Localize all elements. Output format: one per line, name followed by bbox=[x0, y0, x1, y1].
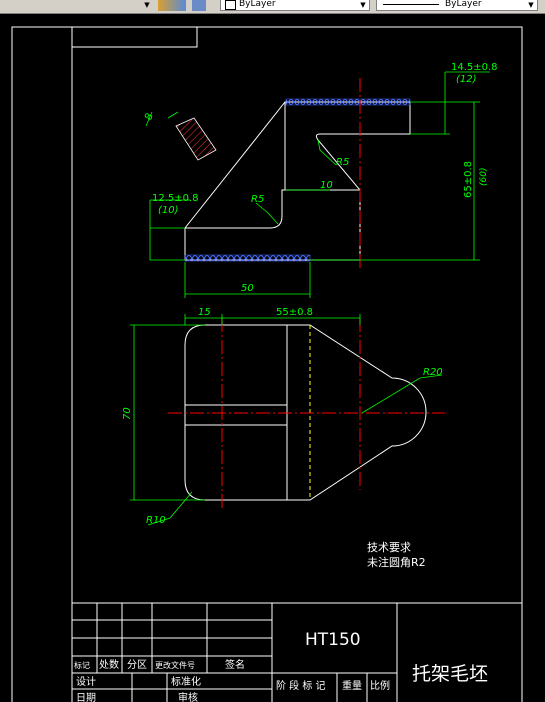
material: HT150 bbox=[305, 630, 361, 650]
linetype-value: ByLayer bbox=[445, 0, 482, 9]
layer-previous-icon[interactable] bbox=[192, 0, 206, 11]
plan-view bbox=[168, 318, 445, 510]
dim-r5-upper: R5 bbox=[336, 157, 349, 168]
row-label-count: 处数 bbox=[99, 658, 119, 671]
weight-label: 重量 bbox=[342, 679, 362, 692]
standardize-label: 标准化 bbox=[171, 675, 201, 688]
dim-width-15: 15 bbox=[198, 307, 211, 318]
date-label: 日期 bbox=[76, 692, 96, 702]
dim-width-55: 55±0.8 bbox=[276, 307, 313, 318]
front-view: 8 bbox=[143, 78, 411, 270]
dim-top-right-h-sub: (12) bbox=[456, 74, 477, 85]
machining-allowance-top bbox=[285, 98, 411, 106]
color-swatch bbox=[225, 0, 236, 10]
notes-title: 技术要求 bbox=[367, 541, 411, 554]
notes-line1: 未注圆角R2 bbox=[367, 555, 426, 569]
dim-r5-lower: R5 bbox=[251, 194, 264, 205]
plan-view-dimensions bbox=[130, 314, 443, 526]
dim-left-h: 12.5±0.8 bbox=[152, 193, 199, 204]
color-value: ByLayer bbox=[239, 0, 276, 9]
dim-height-65: 65±0.8 bbox=[463, 161, 474, 198]
review-label: 审核 bbox=[178, 691, 198, 702]
linetype-sample bbox=[383, 4, 439, 5]
row-label-sign: 签名 bbox=[225, 658, 245, 671]
dim-top-right-h: 14.5±0.8 bbox=[451, 62, 498, 73]
dim-height-70: 70 bbox=[122, 407, 133, 420]
dim-width-50: 50 bbox=[241, 283, 254, 294]
dim-gap-10: 10 bbox=[320, 180, 333, 191]
color-dropdown[interactable]: ByLayer bbox=[220, 0, 370, 11]
dim-left-h-sub: (10) bbox=[158, 205, 179, 216]
row-label-mark: 标记 bbox=[74, 660, 90, 670]
dim-r20: R20 bbox=[423, 367, 443, 378]
linetype-dropdown-arrow-icon[interactable]: ▼ bbox=[528, 1, 534, 9]
sheet-border bbox=[11, 26, 523, 702]
color-dropdown-arrow-icon[interactable]: ▼ bbox=[360, 1, 366, 9]
scale-label: 比例 bbox=[370, 679, 390, 692]
front-view-outline bbox=[184, 101, 411, 261]
properties-toolbar: ▼ ByLayer ▼ ByLayer ▼ bbox=[0, 0, 545, 14]
title-block bbox=[71, 602, 523, 702]
stage-label: 阶 段 标 记 bbox=[276, 679, 326, 692]
front-view-dimensions bbox=[149, 71, 490, 298]
row-label-zone: 分区 bbox=[127, 659, 147, 671]
layer-tools-icon[interactable] bbox=[158, 0, 186, 11]
part-name: 托架毛坯 bbox=[412, 663, 488, 685]
dim-r10: R10 bbox=[146, 515, 166, 526]
design-label: 设计 bbox=[76, 675, 96, 688]
front-view-inner bbox=[185, 189, 360, 229]
linetype-dropdown[interactable]: ByLayer bbox=[376, 0, 538, 11]
row-label-doc: 更改文件号 bbox=[155, 660, 195, 670]
dim-height-65-sub: (60) bbox=[479, 168, 489, 186]
section-detail: 8 bbox=[143, 111, 217, 161]
dropdown-arrow-icon[interactable]: ▼ bbox=[144, 1, 150, 9]
machining-allowance-bottom bbox=[184, 254, 311, 262]
dim-angle-small: 8 bbox=[143, 111, 156, 122]
plan-view-outline bbox=[184, 324, 427, 501]
